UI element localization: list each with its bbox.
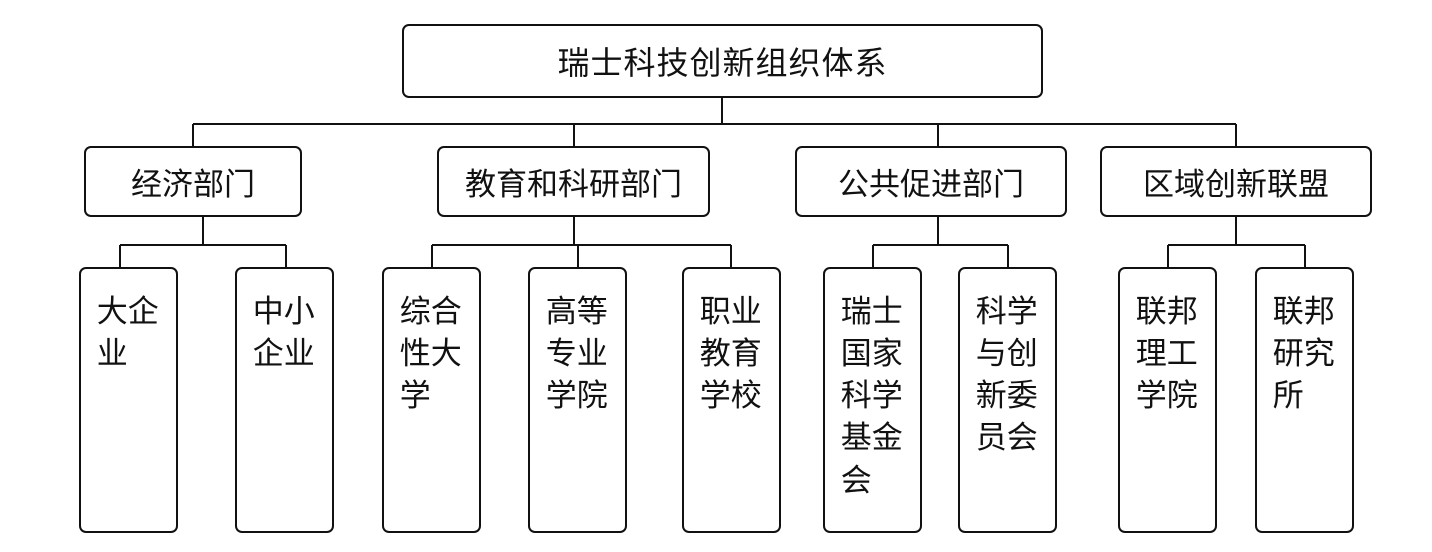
category-label: 区域创新联盟 [1143,167,1329,203]
leaf-label: 中小企业 [252,294,315,373]
leaf-label: 联邦理工学院 [1135,294,1198,415]
root-node: 瑞士科技创新组织体系 [402,24,1043,98]
category-label: 经济部门 [131,167,255,203]
root-label: 瑞士科技创新组织体系 [557,44,888,82]
leaf-label: 高等专业学院 [545,294,608,415]
leaf-node-federal-institutes-technology: 联邦理工学院 [1118,267,1217,533]
leaf-node-federal-research-institutes: 联邦研究所 [1255,267,1354,533]
category-node-education-research: 教育和科研部门 [437,146,710,217]
leaf-node-large-enterprises: 大企业 [79,267,178,533]
leaf-node-vocational-schools: 职业教育学校 [682,267,781,533]
leaf-node-science-innovation-council: 科学与创新委员会 [958,267,1057,533]
leaf-node-universities: 综合性大学 [382,267,481,533]
leaf-node-smes: 中小企业 [235,267,334,533]
category-node-public-promotion: 公共促进部门 [795,146,1067,217]
category-node-regional-innovation: 区域创新联盟 [1100,146,1372,217]
leaf-label: 大企业 [96,294,159,373]
category-label: 公共促进部门 [838,167,1024,203]
leaf-label: 科学与创新委员会 [975,294,1038,457]
leaf-label: 职业教育学校 [699,294,762,415]
category-node-economic: 经济部门 [84,146,302,217]
leaf-label: 瑞士国家科学基金会 [840,294,903,499]
leaf-node-swiss-national-science-foundation: 瑞士国家科学基金会 [823,267,922,533]
leaf-node-universities-applied-sciences: 高等专业学院 [528,267,627,533]
category-label: 教育和科研部门 [465,167,682,203]
leaf-label: 综合性大学 [399,294,462,415]
leaf-label: 联邦研究所 [1272,294,1335,415]
